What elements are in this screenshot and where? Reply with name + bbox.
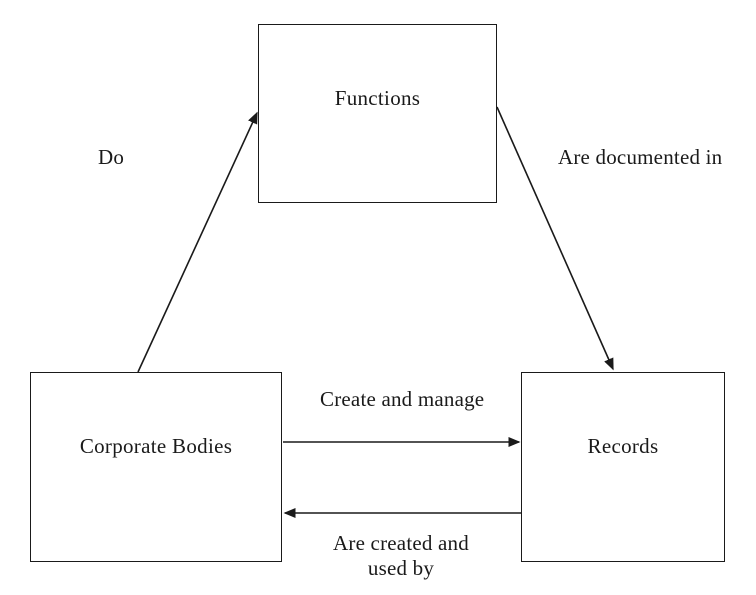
edge-label-are-created-and-used-by: Are created and used by [333,531,469,580]
edge-label-do: Do [98,145,125,169]
edge-do-line [137,111,258,373]
node-records: Records [521,372,725,562]
edge-label-create-and-manage: Create and manage [320,387,485,411]
node-corporate-bodies: Corporate Bodies [30,372,282,562]
node-corporate-bodies-label: Corporate Bodies [79,434,233,458]
edge-label-are-documented-in: Are documented in [558,145,723,169]
node-records-label: Records [587,434,659,458]
node-functions-label: Functions [334,86,421,110]
node-functions: Functions [258,24,497,203]
